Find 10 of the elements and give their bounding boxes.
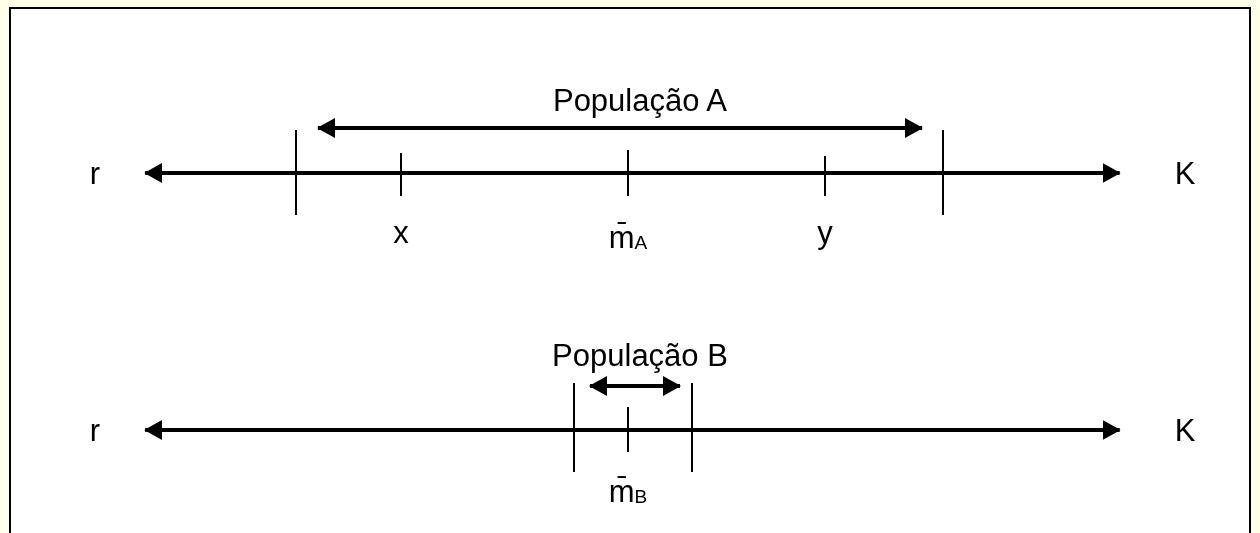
axis-title: População B bbox=[552, 339, 728, 371]
axis-end-label: r bbox=[89, 157, 101, 189]
double-arrow bbox=[144, 420, 1121, 440]
axis-label: x bbox=[393, 216, 409, 248]
axis-end-label: K bbox=[1174, 414, 1196, 446]
axis-title: População A bbox=[552, 84, 728, 116]
axis-label: y bbox=[817, 216, 833, 248]
axis-end-label: r bbox=[89, 414, 101, 446]
double-arrow bbox=[144, 163, 1121, 183]
axis-end-label: K bbox=[1174, 157, 1196, 189]
